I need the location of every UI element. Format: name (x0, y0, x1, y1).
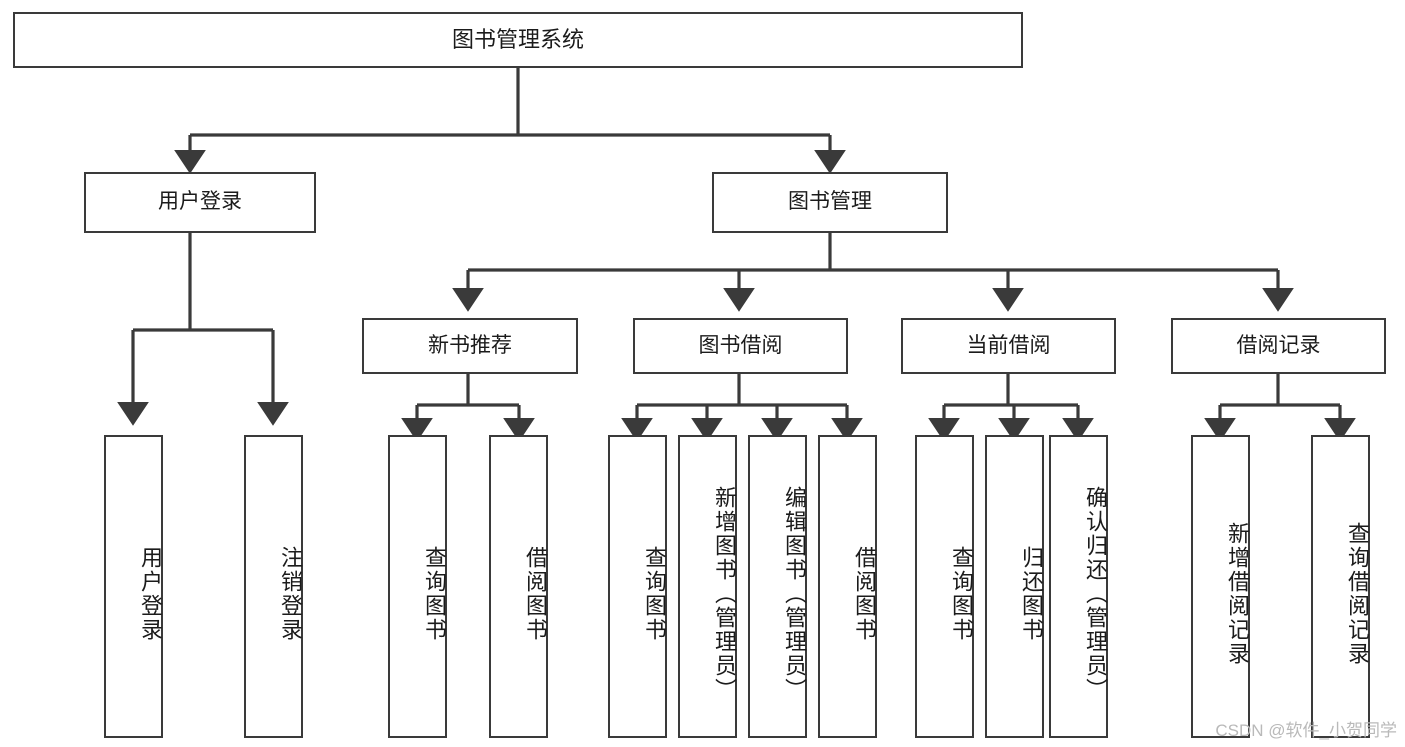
leaf-user-login-logout[interactable]: 注销登录 (244, 435, 303, 738)
node-label: 归还图书 (1019, 545, 1044, 642)
leaf-book-borrow-add[interactable]: 新增图书（管理员） (678, 435, 737, 738)
node-book-management[interactable]: 图书管理 (712, 172, 948, 233)
node-label: 查询图书 (949, 545, 974, 642)
node-label: 查询图书 (642, 545, 667, 642)
leaf-borrow-record-query[interactable]: 查询借阅记录 (1311, 435, 1370, 738)
node-label: 编辑图书（管理员） (782, 485, 807, 702)
node-label: 图书借阅 (698, 333, 783, 357)
leaf-book-borrow-query[interactable]: 查询图书 (608, 435, 667, 738)
node-new-book-recommend[interactable]: 新书推荐 (362, 318, 578, 374)
node-user-login[interactable]: 用户登录 (84, 172, 316, 233)
node-label: 借阅图书 (523, 545, 548, 642)
leaf-current-borrow-confirm-return[interactable]: 确认归还（管理员） (1049, 435, 1108, 738)
node-label: 新增借阅记录 (1225, 521, 1250, 666)
node-label: 查询借阅记录 (1345, 521, 1370, 666)
node-label: 图书管理系统 (451, 27, 584, 53)
node-label: 用户登录 (158, 190, 242, 214)
leaf-new-book-borrow[interactable]: 借阅图书 (489, 435, 548, 738)
node-label: 借阅图书 (852, 545, 877, 642)
node-borrow-record[interactable]: 借阅记录 (1171, 318, 1386, 374)
node-label: 注销登录 (278, 545, 303, 642)
leaf-current-borrow-return[interactable]: 归还图书 (985, 435, 1044, 738)
watermark-text: CSDN @软件_小贺同学 (1215, 721, 1397, 740)
node-label: 新增图书（管理员） (712, 485, 737, 702)
leaf-book-borrow-edit[interactable]: 编辑图书（管理员） (748, 435, 807, 738)
node-label: 确认归还（管理员） (1083, 485, 1108, 702)
node-label: 用户登录 (138, 545, 163, 642)
leaf-book-borrow-borrow[interactable]: 借阅图书 (818, 435, 877, 738)
node-label: 查询图书 (422, 545, 447, 642)
node-label: 当前借阅 (966, 333, 1051, 357)
node-label: 图书管理 (788, 190, 872, 214)
node-root-system[interactable]: 图书管理系统 (13, 12, 1023, 68)
leaf-user-login-login[interactable]: 用户登录 (104, 435, 163, 738)
leaf-new-book-query[interactable]: 查询图书 (388, 435, 447, 738)
node-current-borrow[interactable]: 当前借阅 (901, 318, 1116, 374)
node-label: 借阅记录 (1236, 333, 1321, 357)
leaf-borrow-record-add[interactable]: 新增借阅记录 (1191, 435, 1250, 738)
leaf-current-borrow-query[interactable]: 查询图书 (915, 435, 974, 738)
node-label: 新书推荐 (428, 333, 512, 357)
node-book-borrow[interactable]: 图书借阅 (633, 318, 848, 374)
